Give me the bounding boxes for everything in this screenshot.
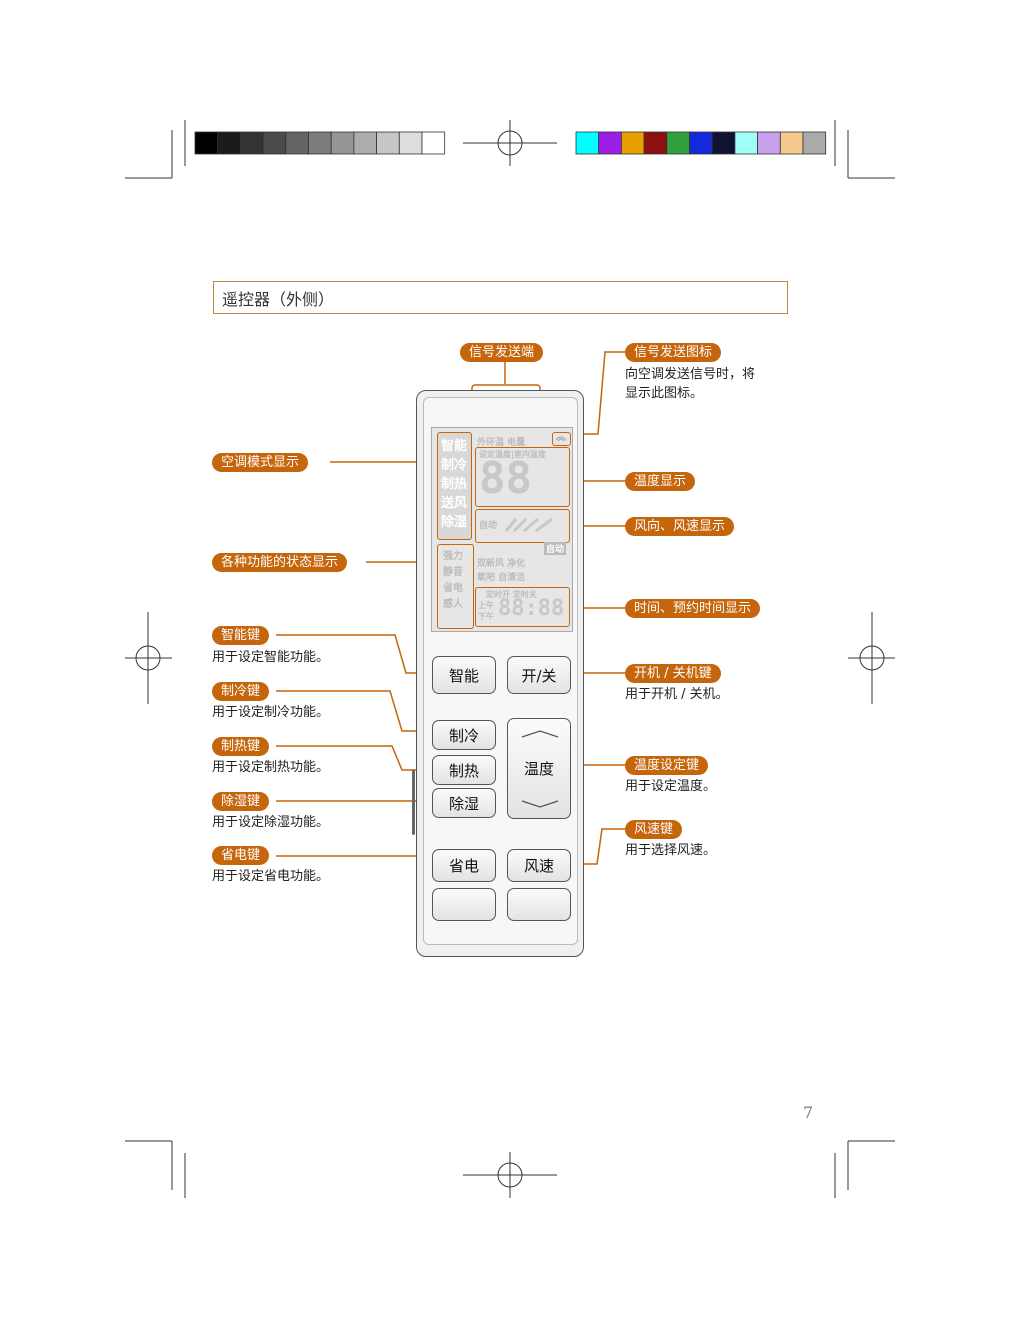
dry-button[interactable]: 除湿 bbox=[432, 788, 496, 818]
blank-button-left[interactable] bbox=[432, 888, 496, 921]
save-key-tag: 省电键 bbox=[212, 846, 270, 865]
section-title-box bbox=[213, 281, 788, 314]
lcd-set-temp-text: 设定温度|室内温度 bbox=[479, 450, 546, 459]
smart-key-tag: 智能键 bbox=[212, 626, 270, 645]
lcd-fan-box: 自动 bbox=[475, 509, 570, 543]
section-title: 遥控器（外侧） bbox=[222, 290, 335, 309]
lcd-func-row-2: 氧吧 自清洁 bbox=[477, 573, 526, 583]
lcd-am: 上午 bbox=[478, 601, 494, 610]
lcd-mode-column: 智能 制冷 制热 送风 除湿 bbox=[437, 432, 472, 540]
smart-key-desc: 用于设定智能功能。 bbox=[212, 650, 330, 665]
page-number: 7 bbox=[803, 1103, 814, 1122]
calibration-swatch bbox=[802, 131, 827, 155]
fan-display-tag: 风向、风速显示 bbox=[625, 517, 735, 536]
save-key-desc: 用于设定省电功能。 bbox=[212, 869, 330, 884]
lcd-status-sense: 感人 bbox=[443, 599, 463, 610]
lcd-fan-speed-icon bbox=[504, 517, 553, 533]
dry-key-desc: 用于设定除湿功能。 bbox=[212, 815, 330, 830]
power-button[interactable]: 开/关 bbox=[507, 656, 571, 694]
dry-key-tag: 除湿键 bbox=[212, 792, 270, 811]
lcd-temp-digits: 88 bbox=[479, 453, 532, 504]
heat-key-tag: 制热键 bbox=[212, 737, 270, 756]
save-button[interactable]: 省电 bbox=[432, 849, 496, 882]
lcd-top-text: 外环温 电量 bbox=[477, 438, 526, 448]
lcd-mode-fan: 送风 bbox=[441, 496, 468, 511]
lcd-status-column: 强力 静音 省电 感人 bbox=[437, 544, 474, 629]
lcd-time-digits: 88:88 bbox=[498, 596, 565, 621]
lcd-status-save: 省电 bbox=[443, 583, 463, 594]
lcd-mode-smart: 智能 bbox=[441, 439, 468, 454]
lcd-pm: 下午 bbox=[478, 612, 494, 621]
lcd-temp-box: 设定温度|室内温度 88 bbox=[475, 447, 570, 507]
lcd-mode-heat: 制热 bbox=[441, 477, 468, 492]
temp-display-tag: 温度显示 bbox=[625, 472, 696, 491]
cool-key-tag: 制冷键 bbox=[212, 682, 270, 701]
cool-key-desc: 用于设定制冷功能。 bbox=[212, 705, 330, 720]
lcd-auto-badge: 自动 bbox=[544, 542, 567, 555]
remote-side-slider bbox=[412, 770, 415, 835]
fan-key-tag: 风速键 bbox=[625, 820, 683, 839]
time-display-tag: 时间、预约时间显示 bbox=[625, 599, 761, 618]
power-key-desc: 用于开机 / 关机。 bbox=[625, 687, 729, 702]
lcd-status-strong: 强力 bbox=[443, 551, 463, 562]
signal-port-tag: 信号发送端 bbox=[460, 343, 544, 362]
remote-control: 智能 制冷 制热 送风 除湿 外环温 电量 设定温度|室内温度 88 自动 bbox=[416, 390, 584, 957]
signal-icon-desc-1: 向空调发送信号时，将 bbox=[625, 367, 756, 382]
status-display-tag: 各种功能的状态显示 bbox=[212, 553, 348, 572]
temp-rocker-button[interactable]: 温度 bbox=[507, 718, 571, 819]
lcd-signal-icon bbox=[552, 432, 571, 446]
lcd-time-box: 定时开 定时关 上午 下午 88:88 bbox=[475, 587, 570, 627]
lcd-timer-text: 定时开 定时关 bbox=[486, 590, 537, 599]
heat-button[interactable]: 制热 bbox=[432, 755, 496, 785]
signal-icon-desc-2: 显示此图标。 bbox=[625, 386, 704, 401]
lcd-mode-dry: 除湿 bbox=[441, 515, 468, 530]
power-key-tag: 开机 / 关机键 bbox=[625, 664, 721, 683]
cool-button[interactable]: 制冷 bbox=[432, 720, 496, 750]
fan-speed-button[interactable]: 风速 bbox=[507, 849, 571, 882]
heat-key-desc: 用于设定制热功能。 bbox=[212, 760, 330, 775]
lcd-mode-cool: 制冷 bbox=[441, 458, 468, 473]
lcd-screen: 智能 制冷 制热 送风 除湿 外环温 电量 设定温度|室内温度 88 自动 bbox=[431, 427, 573, 632]
lcd-func-row-1: 双新风 净化 bbox=[477, 559, 526, 569]
fan-key-desc: 用于选择风速。 bbox=[625, 843, 717, 858]
temp-set-key-tag: 温度设定键 bbox=[625, 756, 709, 775]
lcd-status-quiet: 静音 bbox=[443, 567, 463, 578]
temp-up-icon[interactable] bbox=[520, 729, 560, 739]
temp-button-label: 温度 bbox=[523, 760, 554, 778]
signal-icon-tag: 信号发送图标 bbox=[625, 343, 722, 362]
smart-button[interactable]: 智能 bbox=[432, 656, 496, 694]
blank-button-right[interactable] bbox=[507, 888, 571, 921]
calibration-swatch bbox=[421, 131, 446, 155]
temp-set-key-desc: 用于设定温度。 bbox=[625, 779, 717, 794]
mode-display-tag: 空调模式显示 bbox=[212, 453, 309, 472]
lcd-fan-auto: 自动 bbox=[479, 521, 498, 531]
temp-down-icon[interactable] bbox=[520, 799, 560, 809]
